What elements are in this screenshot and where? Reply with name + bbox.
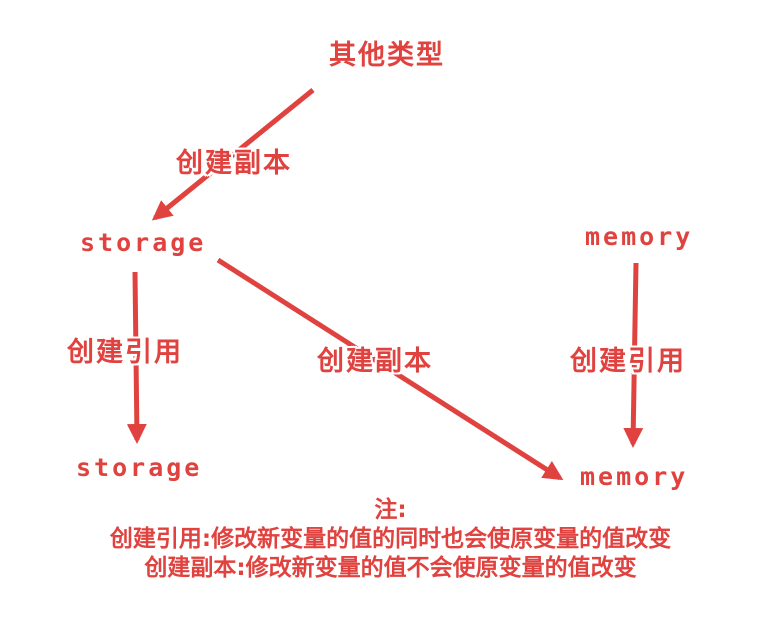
edge-label-create-reference-left: 创建引用 bbox=[67, 337, 183, 368]
arrow-othertypes-to-storage bbox=[151, 88, 315, 221]
note-title: 注: bbox=[374, 497, 407, 523]
note-line-create-reference: 创建引用:修改新变量的值的同时也会使原变量的值改变 bbox=[109, 526, 672, 552]
node-storage-bottom: storage bbox=[76, 453, 203, 482]
note-block: 注: 创建引用:修改新变量的值的同时也会使原变量的值改变 创建副本:修改新变量的… bbox=[0, 496, 781, 583]
node-memory-bottom: memory bbox=[580, 462, 689, 491]
edge-label-create-copy-middle: 创建副本 bbox=[317, 346, 433, 377]
edge-label-create-copy-top: 创建副本 bbox=[176, 148, 292, 179]
note-line-create-copy: 创建副本:修改新变量的值不会使原变量的值改变 bbox=[144, 555, 637, 581]
node-storage-top: storage bbox=[80, 228, 207, 257]
arrow-memory-to-memory bbox=[623, 262, 644, 448]
node-other-types: 其他类型 bbox=[329, 40, 445, 71]
arrow-storage-to-memory bbox=[216, 257, 564, 481]
edge-label-create-reference-right: 创建引用 bbox=[570, 346, 686, 377]
arrow-storage-to-storage bbox=[126, 271, 147, 444]
node-memory-top: memory bbox=[585, 222, 694, 251]
